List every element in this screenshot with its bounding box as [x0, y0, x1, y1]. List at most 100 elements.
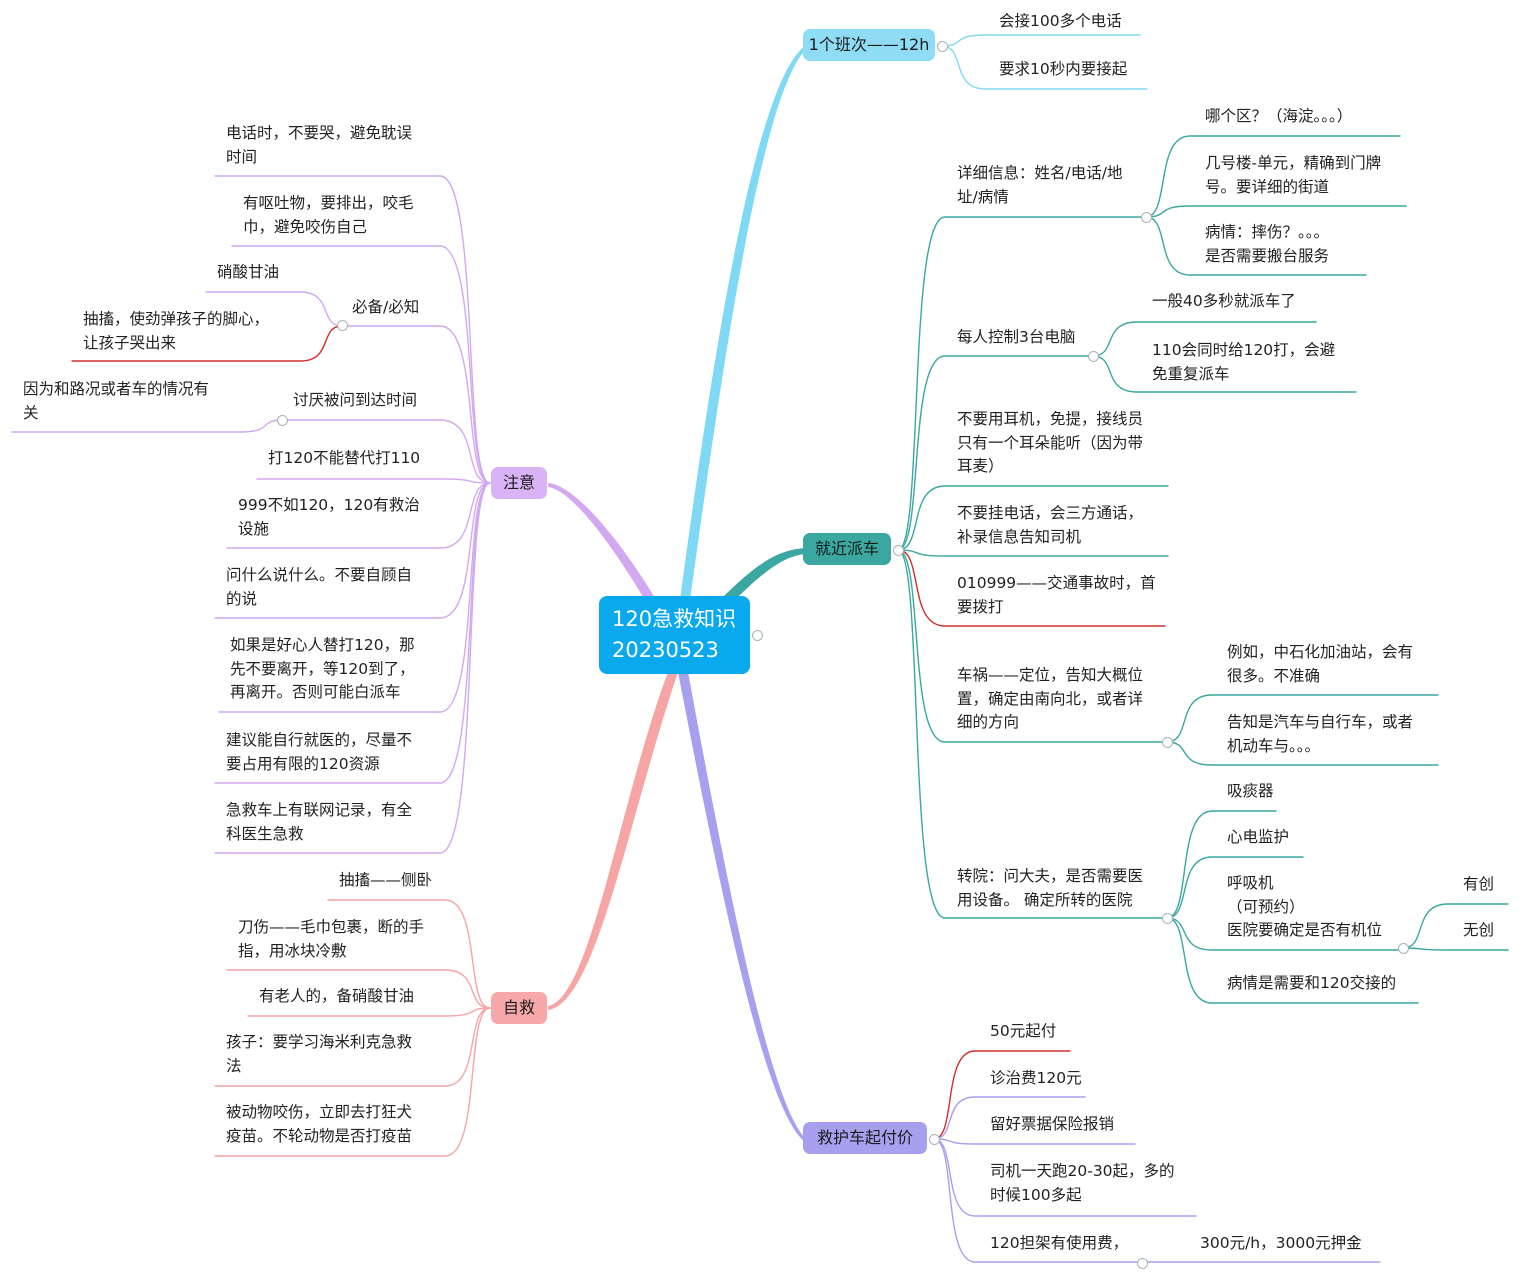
edge-accident-0: [1166, 694, 1439, 743]
edge-selfhelp-4: [214, 1007, 491, 1157]
attention-vomit[interactable]: 有呕吐物，要排出，咬毛 巾，避免咬伤自己: [243, 194, 414, 236]
selfhelp-animal-bite[interactable]: 被动物咬伤，立即去打狂犬 疫苗。不轮动物是否打疫苗: [226, 1103, 413, 1145]
attention-999[interactable]: 999不如120，120有救治 设施: [238, 496, 420, 538]
shift-item-answer[interactable]: 要求10秒内要接起: [999, 60, 1128, 78]
details-collapse-toggle[interactable]: [1141, 212, 1152, 223]
computers-40s[interactable]: 一般40多秒就派车了: [1152, 292, 1296, 310]
edge-dispatch-accident: [897, 549, 1168, 743]
arrival-reason[interactable]: 因为和路况或者车的情况有 关: [23, 380, 210, 422]
edge-price-0: [933, 1050, 1071, 1140]
price-receipt[interactable]: 留好票据保险报销: [990, 1115, 1115, 1133]
attention-network[interactable]: 急救车上有联网记录，有全 科医生急救: [226, 801, 413, 843]
transfer-ventilator[interactable]: 呼吸机 （可预约） 医院要确定是否有机位: [1227, 874, 1383, 939]
edge-dispatch-headset: [897, 485, 1169, 551]
branch-selfhelp[interactable]: 自救: [491, 992, 547, 1024]
details-building[interactable]: 几号楼-单元，精确到门牌 号。要详细的街道: [1205, 154, 1382, 196]
selfhelp-elderly[interactable]: 有老人的，备硝酸甘油: [259, 987, 415, 1005]
attention-arrival[interactable]: 讨厌被问到达时间: [293, 391, 418, 409]
root-collapse-toggle[interactable]: [752, 630, 763, 641]
edge-attention-0: [214, 175, 491, 484]
attention-must-know[interactable]: 必备/必知: [352, 298, 420, 316]
transfer-collapse-toggle[interactable]: [1162, 913, 1173, 924]
edge-transfer-3: [1166, 917, 1419, 1004]
price-collapse-toggle[interactable]: [929, 1134, 940, 1145]
attention-110[interactable]: 打120不能替代打110: [268, 449, 421, 467]
dispatch-details[interactable]: 详细信息：姓名/电话/地 址/病情: [957, 164, 1123, 206]
attention-no-cry[interactable]: 电话时，不要哭，避免耽误 时间: [226, 124, 413, 166]
edge-transfer-0: [1166, 810, 1277, 919]
computers-110[interactable]: 110会同时给120打，会避 免重复派车: [1152, 341, 1336, 383]
edge-price-2: [933, 1138, 1136, 1145]
stretcher-fee[interactable]: 300元/h，3000元押金: [1200, 1234, 1362, 1252]
shift-collapse-toggle[interactable]: [937, 41, 948, 52]
dispatch-transfer[interactable]: 转院：问大夫，是否需要医 用设备。 确定所转的医院: [957, 867, 1144, 909]
ventilator-collapse-toggle[interactable]: [1398, 943, 1409, 954]
accident-collapse-toggle[interactable]: [1162, 737, 1173, 748]
branch-dispatch[interactable]: 就近派车: [803, 533, 891, 565]
must-know-seizure[interactable]: 抽搐，使劲弹孩子的脚心， 让孩子哭出来: [83, 310, 270, 352]
selfhelp-seizure[interactable]: 抽搐——侧卧: [339, 871, 433, 889]
price-driver[interactable]: 司机一天跑20-30起，多的 时候100多起: [990, 1162, 1175, 1204]
branch-price[interactable]: 救护车起付价: [803, 1122, 927, 1154]
edge-dispatch-details: [897, 216, 1147, 551]
price-treatment[interactable]: 诊治费120元: [990, 1069, 1082, 1087]
price-stretcher[interactable]: 120担架有使用费，: [990, 1234, 1129, 1252]
edge-attention-4: [256, 478, 491, 484]
shift-item-calls[interactable]: 会接100多个电话: [999, 12, 1122, 30]
edge-selfhelp-3: [214, 1007, 491, 1087]
branch-attention[interactable]: 注意: [491, 467, 547, 499]
edge-attention-3: [281, 419, 491, 484]
ventilator-invasive[interactable]: 有创: [1463, 875, 1495, 893]
dispatch-computers[interactable]: 每人控制3台电脑: [957, 328, 1076, 346]
edge-attention-6: [214, 482, 491, 619]
dispatch-no-hangup[interactable]: 不要挂电话，会三方通话， 补录信息告知司机: [957, 504, 1144, 546]
accident-example[interactable]: 例如，中石化加油站，会有 很多。不准确: [1227, 643, 1414, 685]
ventilator-noninvasive[interactable]: 无创: [1463, 921, 1495, 939]
computers-collapse-toggle[interactable]: [1088, 351, 1099, 362]
transfer-suction[interactable]: 吸痰器: [1227, 782, 1274, 800]
edge-selfhelp-1: [226, 969, 491, 1009]
details-district[interactable]: 哪个区？（海淀。。。）: [1205, 107, 1353, 125]
dispatch-no-headset[interactable]: 不要用耳机，免提，接线员 只有一个耳朵能听（因为带 耳麦）: [957, 410, 1144, 475]
edge-details-2: [1145, 216, 1367, 276]
edge-transfer-1: [1166, 856, 1304, 919]
must-know-nitro[interactable]: 硝酸甘油: [217, 263, 280, 281]
attention-bystander[interactable]: 如果是好心人替打120，那 先不要离开，等120到了， 再离开。否则可能白派车: [230, 636, 415, 701]
edge-details-1: [1145, 205, 1407, 218]
accident-vehicles[interactable]: 告知是汽车与自行车，或者 机动车与。。。: [1227, 713, 1414, 755]
edge-attention-1: [231, 245, 491, 484]
edge-shift-1: [941, 45, 1148, 90]
transfer-handover[interactable]: 病情是需要和120交接的: [1227, 974, 1397, 992]
trunk-attention: [548, 483, 655, 600]
must-know-collapse-toggle[interactable]: [337, 320, 348, 331]
attention-self-care[interactable]: 建议能自行就医的，尽量不 要占用有限的120资源: [226, 731, 413, 773]
edge-shift-0: [941, 34, 1141, 47]
stretcher-collapse-toggle[interactable]: [1137, 1258, 1148, 1269]
edge-computers-0: [1092, 321, 1317, 357]
edge-transfer-2: [1166, 917, 1404, 951]
edge-dispatch-computers: [897, 355, 1094, 551]
selfhelp-cut[interactable]: 刀伤——毛巾包裹，断的手 指，用冰块冷敷: [238, 918, 425, 960]
dispatch-collapse-toggle[interactable]: [893, 545, 904, 556]
edge-price-4: [933, 1138, 1143, 1263]
transfer-ecg[interactable]: 心电监护: [1227, 828, 1290, 846]
edge-price-1: [933, 1096, 1086, 1140]
edge-dispatch-hangup: [897, 549, 1169, 557]
arrival-collapse-toggle[interactable]: [277, 415, 288, 426]
details-condition[interactable]: 病情：摔伤？。。。 是否需要搬台服务: [1205, 223, 1330, 265]
edge-must-know-0: [205, 291, 343, 327]
edge-accident-1: [1166, 741, 1439, 766]
trunk-price: [678, 672, 805, 1142]
dispatch-traffic[interactable]: 010999——交通事故时，首 要拨打: [957, 574, 1156, 616]
edge-must-know-1: [71, 325, 343, 362]
trunk-shift: [680, 46, 807, 600]
dispatch-accident[interactable]: 车祸——定位，告知大概位 置，确定由南向北，或者详 细的方向: [957, 666, 1144, 731]
edge-attention-2: [341, 325, 491, 484]
branch-shift[interactable]: 1个班次——12h: [803, 29, 935, 61]
attention-answer[interactable]: 问什么说什么。不要自顾自 的说: [226, 566, 413, 608]
edge-computers-1: [1092, 355, 1357, 393]
price-start[interactable]: 50元起付: [990, 1022, 1057, 1040]
root-topic[interactable]: 120急救知识 20230523: [599, 596, 750, 674]
selfhelp-heimlich[interactable]: 孩子：要学习海米利克急救 法: [226, 1033, 413, 1075]
